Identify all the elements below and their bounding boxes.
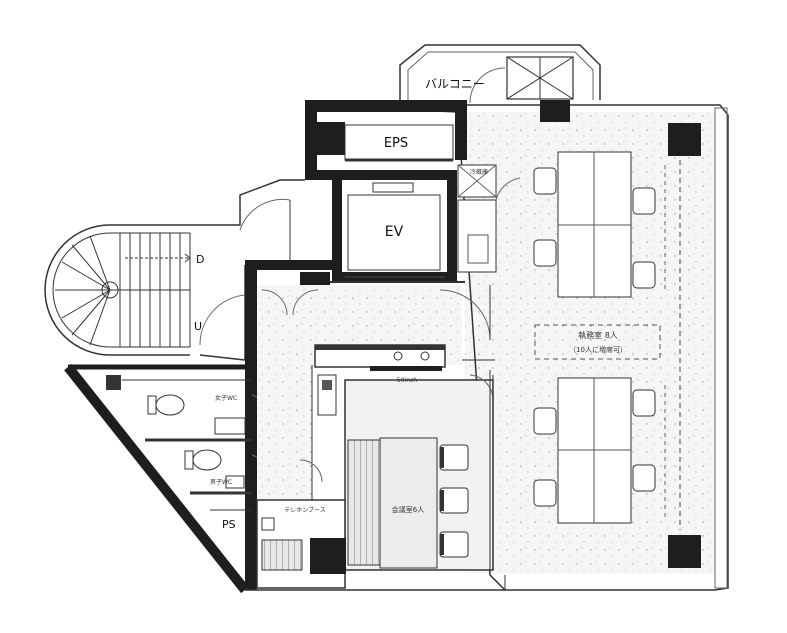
office-chairs [533, 167, 656, 507]
utility-closets [457, 164, 521, 273]
eps-label: EPS [384, 136, 408, 151]
corridor-doors [261, 285, 495, 361]
office-title: 執務室 8人 [578, 330, 618, 340]
tv-label: 50inch [397, 377, 417, 384]
mens-wc-label: 男子WC [210, 479, 232, 486]
womens-wc-label: 女子WC [215, 394, 237, 402]
wc-block [64, 363, 266, 594]
column-eps [312, 122, 345, 155]
balcony-label: バルコニー [425, 77, 485, 91]
phone-booth-label: テレホンブース [284, 506, 326, 514]
kitchen-counter [314, 344, 446, 416]
column-top-right [668, 123, 701, 156]
office-desks [557, 151, 632, 524]
elevator-shaft [332, 170, 457, 282]
ps-label: PS [222, 518, 236, 531]
balcony [399, 44, 601, 104]
meeting-room [344, 366, 494, 571]
ev-label: EV [385, 224, 404, 240]
spiral-stair [44, 224, 191, 356]
phone-booth [256, 499, 346, 589]
meeting-room-label: 会議室6人 [392, 505, 424, 514]
south-wall [245, 370, 506, 591]
storage-label: 冷蔵庫 [470, 168, 488, 176]
wc-corridor-lines [299, 365, 323, 500]
stair-down-label: D [196, 253, 204, 266]
office-label-box [534, 324, 661, 360]
stair-up-label: U [194, 320, 202, 333]
wc-corridor-floor [257, 365, 312, 500]
office-subtitle: （10人に増席可） [569, 345, 627, 354]
column-bottom-right [668, 535, 701, 568]
